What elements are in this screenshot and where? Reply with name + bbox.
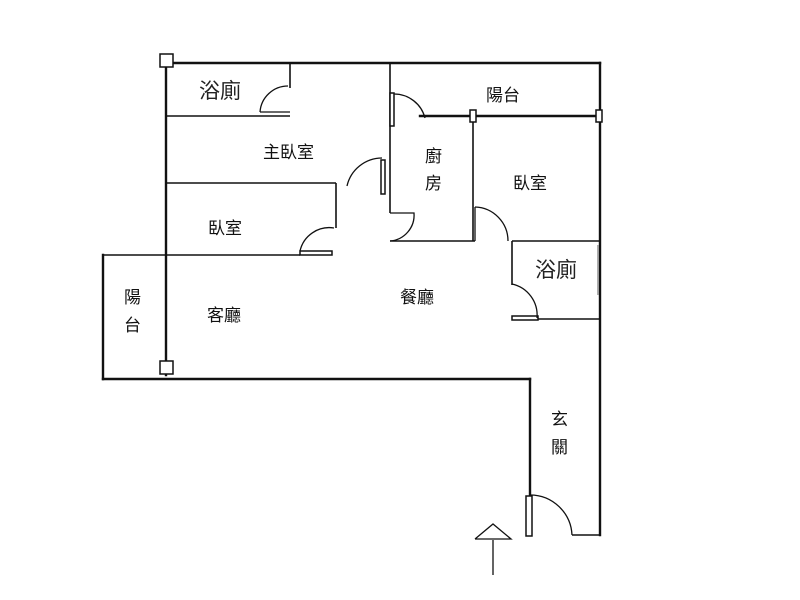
label-kitchen-1: 廚 bbox=[425, 146, 442, 167]
column-marker bbox=[469, 109, 477, 123]
column-marker bbox=[159, 360, 174, 375]
label-master-bedroom: 主臥室 bbox=[263, 143, 314, 163]
door-bath-right bbox=[511, 283, 539, 321]
door-bedroom-right bbox=[474, 206, 509, 242]
column-marker bbox=[159, 53, 174, 68]
label-living-room: 客廳 bbox=[207, 306, 241, 326]
label-balcony-left-1: 陽 bbox=[124, 288, 141, 308]
entry-arrow-icon bbox=[474, 523, 513, 575]
label-balcony-top: 陽台 bbox=[486, 86, 520, 106]
interior-walls bbox=[166, 63, 602, 320]
label-entrance-2: 關 bbox=[551, 438, 568, 458]
label-kitchen-2: 房 bbox=[425, 174, 442, 194]
door-master-bath bbox=[259, 85, 290, 113]
door-bedroom-left bbox=[299, 226, 335, 256]
column-marker bbox=[595, 109, 603, 123]
doors bbox=[259, 85, 573, 537]
label-entrance-1: 玄 bbox=[551, 410, 568, 430]
label-dining-room: 餐廳 bbox=[400, 288, 434, 308]
door-kitchen-bottom bbox=[389, 212, 415, 242]
structural-columns bbox=[159, 53, 603, 375]
label-bath-right: 浴廁 bbox=[535, 258, 577, 282]
label-bedroom-right: 臥室 bbox=[513, 174, 547, 194]
exterior-walls bbox=[101, 58, 602, 537]
label-bedroom-left: 臥室 bbox=[208, 219, 242, 239]
label-balcony-left-2: 台 bbox=[124, 316, 141, 336]
door-master-bedroom bbox=[346, 157, 386, 195]
label-master-bath: 浴廁 bbox=[199, 79, 241, 103]
door-entrance bbox=[525, 494, 573, 537]
door-kitchen-top bbox=[389, 92, 426, 127]
room-labels: 浴廁 主臥室 臥室 陽 台 客廳 餐廳 廚 房 陽台 臥室 浴廁 玄 關 bbox=[124, 79, 577, 458]
